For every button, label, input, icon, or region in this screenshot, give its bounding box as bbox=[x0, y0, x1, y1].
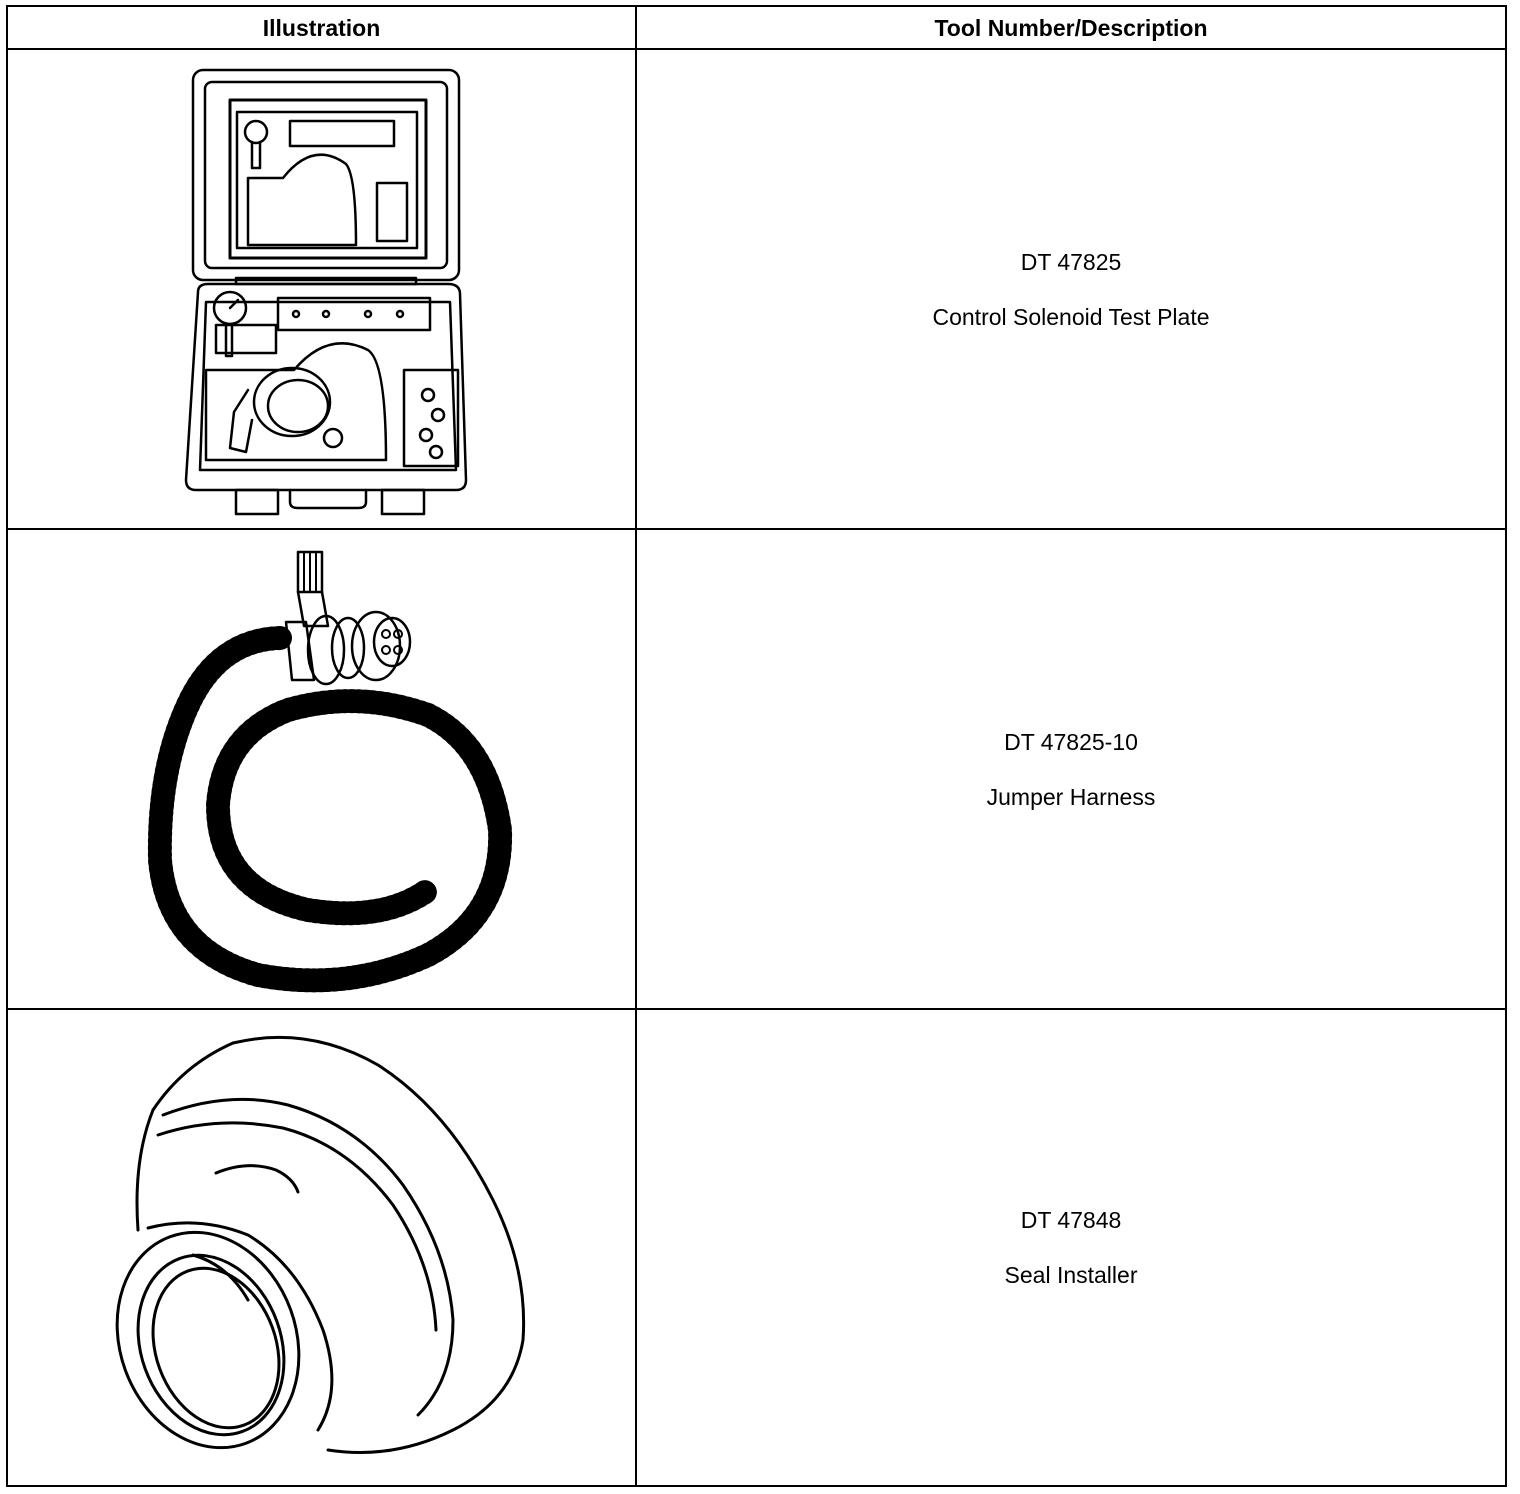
header-tool-number-description: Tool Number/Description bbox=[934, 15, 1208, 41]
table-row: DT 47848 Seal Installer bbox=[8, 1010, 1505, 1485]
tool-table: Illustration Tool Number/Description bbox=[6, 5, 1507, 1487]
illustration-cell bbox=[8, 50, 635, 528]
tool-case-illustration bbox=[8, 50, 635, 528]
header-illustration: Illustration bbox=[262, 15, 381, 41]
table-row: DT 47825-10 Jumper Harness bbox=[8, 530, 1505, 1010]
tool-description-cell: DT 47825 Control Solenoid Test Plate bbox=[637, 50, 1505, 528]
tool-number: DT 47825 bbox=[1020, 248, 1122, 275]
column-divider bbox=[635, 7, 637, 1485]
jumper-harness-illustration bbox=[8, 530, 635, 1008]
table-row: DT 47825 Control Solenoid Test Plate bbox=[8, 50, 1505, 530]
tool-description-cell: DT 47848 Seal Installer bbox=[637, 1010, 1505, 1485]
tool-description-cell: DT 47825-10 Jumper Harness bbox=[637, 530, 1505, 1008]
tool-description: Jumper Harness bbox=[986, 783, 1156, 810]
tool-number: DT 47848 bbox=[1020, 1207, 1122, 1233]
tool-description: Seal Installer bbox=[1004, 1262, 1138, 1288]
tool-description: Control Solenoid Test Plate bbox=[932, 303, 1210, 330]
tool-number: DT 47825-10 bbox=[1004, 728, 1138, 755]
table-header-row: Illustration Tool Number/Description bbox=[8, 7, 1505, 50]
illustration-cell bbox=[8, 1010, 635, 1485]
seal-installer-illustration bbox=[8, 1010, 635, 1485]
illustration-cell bbox=[8, 530, 635, 1008]
